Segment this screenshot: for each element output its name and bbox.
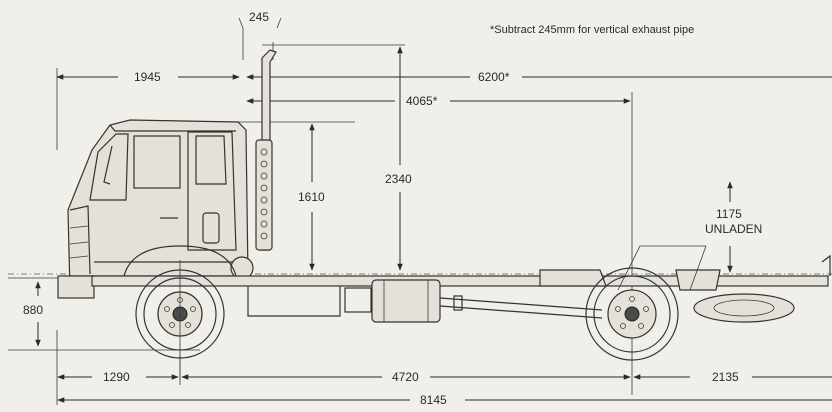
exhaust-height-dimension: 2340 xyxy=(262,44,412,271)
front-bumper xyxy=(57,275,95,299)
exhaust-to-axle-label: 4065* xyxy=(406,94,438,108)
top-length-dimensions: 1945 6200* xyxy=(56,68,832,150)
battery-box xyxy=(344,287,372,313)
exhaust-heatshield xyxy=(255,139,273,251)
rear-light xyxy=(821,254,831,276)
exhaust-width-label: 245 xyxy=(249,10,269,24)
truck-illustration xyxy=(57,49,831,380)
exhaust-note: *Subtract 245mm for vertical exhaust pip… xyxy=(490,24,694,36)
overall-length-label: 8145 xyxy=(420,393,447,407)
fifth-wheel-plate xyxy=(675,269,721,291)
fifth-wheel-condition-label: UNLADEN xyxy=(705,222,762,236)
door-window xyxy=(195,135,227,185)
cab-height-label: 1610 xyxy=(298,190,325,204)
cab-door xyxy=(187,131,237,251)
driveshaft xyxy=(439,297,603,311)
cab-body xyxy=(67,119,249,293)
exhaust-height-label: 2340 xyxy=(385,172,412,186)
fifth-wheel-height-dimension: 1175 UNLADEN xyxy=(705,181,762,273)
fifth-wheel-height-label: 1175 xyxy=(716,207,742,221)
front-overhang-label: 1290 xyxy=(103,370,130,384)
exhaust-to-axle-dimension: 4065* xyxy=(246,92,633,395)
rear-suspension xyxy=(539,269,607,287)
spare-wheel xyxy=(693,293,795,323)
rear-overhang-label: 2135 xyxy=(712,370,739,384)
windshield xyxy=(89,133,129,201)
side-window xyxy=(133,135,181,189)
wheelbase-label: 4720 xyxy=(392,370,419,384)
frame-height-dimension: 880 xyxy=(8,277,200,351)
top-overall-label: 6200* xyxy=(478,70,510,84)
frame-height-label: 880 xyxy=(23,303,43,317)
chassis-frame xyxy=(91,275,829,287)
rear-wheel xyxy=(585,267,679,361)
mirror xyxy=(103,145,113,185)
cab-height-dimension: 1610 xyxy=(230,121,355,271)
cab-to-exhaust-label: 1945 xyxy=(134,70,161,84)
heatshield-holes xyxy=(260,148,268,240)
bottom-length-dimensions: 1290 4720 2135 8145 xyxy=(56,330,832,407)
fuel-tank xyxy=(371,279,441,323)
